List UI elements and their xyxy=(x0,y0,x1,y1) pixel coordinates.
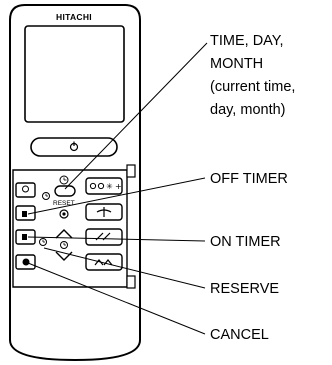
leader-off-timer xyxy=(27,177,206,215)
callout-off-timer: OFF TIMER xyxy=(210,171,288,187)
fan-speed-button[interactable] xyxy=(85,203,123,221)
leader-cancel xyxy=(27,262,206,335)
leader-time xyxy=(64,42,208,190)
reset-label: RESET xyxy=(53,200,75,207)
callout-on-timer: ON TIMER xyxy=(210,234,281,250)
mode-button[interactable]: ✳ + xyxy=(85,177,123,195)
callout-cancel: CANCEL xyxy=(210,327,269,343)
reserve-button[interactable] xyxy=(15,254,36,270)
reset-button[interactable] xyxy=(59,209,69,219)
up-arrow-button[interactable] xyxy=(55,229,73,239)
clock-icon xyxy=(59,175,69,185)
svg-text:✳: ✳ xyxy=(106,182,113,191)
swing-up-button[interactable] xyxy=(85,228,123,246)
clock-icon xyxy=(42,192,50,200)
brand-logo: HITACHI xyxy=(56,12,92,22)
callout-reserve: RESERVE xyxy=(210,281,279,297)
clock-icon xyxy=(60,241,68,249)
callout-lines xyxy=(27,42,208,335)
clock-icon xyxy=(39,238,47,246)
swing-down-button[interactable] xyxy=(85,253,123,271)
callout-time-day-month: TIME, DAY, MONTH (current time, day, mon… xyxy=(210,33,299,118)
leader-reserve xyxy=(43,247,206,289)
cancel-button[interactable] xyxy=(54,185,76,197)
display-screen xyxy=(24,25,125,123)
svg-text:+: + xyxy=(115,182,122,191)
time-button[interactable] xyxy=(15,182,36,198)
leader-on-timer xyxy=(27,236,206,242)
power-button[interactable] xyxy=(30,137,118,157)
